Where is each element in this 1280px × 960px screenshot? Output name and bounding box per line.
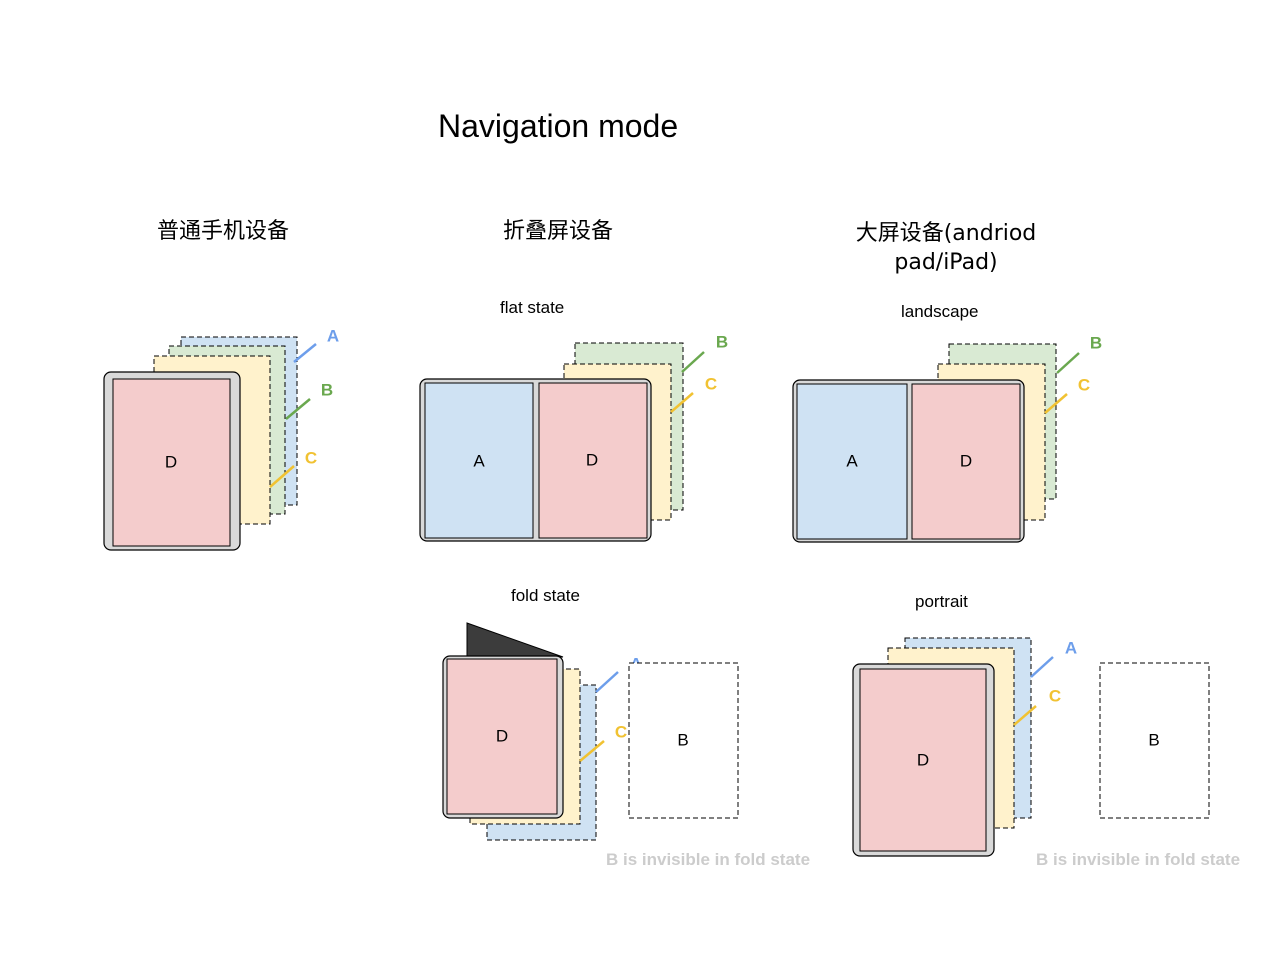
fold-label-d: D: [496, 726, 508, 745]
landscape-layer-d: [911, 383, 1021, 540]
fold-callout-a-line: [595, 671, 619, 693]
phone-callout-b: B: [321, 380, 333, 399]
phone-label-d: D: [165, 452, 177, 471]
landscape-callout-c-line: [1044, 393, 1068, 414]
flat-callout-b-line: [681, 351, 705, 373]
landscape-callout-c: C: [1078, 375, 1090, 394]
flat-layer-d: [538, 382, 648, 539]
portrait-callout-a-line: [1030, 656, 1054, 678]
flat-callout-c-line: [670, 392, 694, 413]
landscape-callout-b: B: [1090, 333, 1102, 352]
phone-heading: 普通手机设备: [157, 219, 290, 244]
tablet-heading: 大屏设备(andriod pad/iPad): [855, 221, 1037, 275]
fold-hinge: [466, 622, 564, 658]
portrait-label: portrait: [915, 592, 968, 611]
landscape-label: landscape: [901, 302, 979, 321]
phone-callout-b-line: [285, 398, 311, 420]
landscape-layer-a: [796, 383, 908, 540]
portrait-note: B is invisible in fold state: [1036, 850, 1241, 869]
fold-note: B is invisible in fold state: [606, 850, 811, 869]
portrait-callout-c: C: [1049, 686, 1061, 705]
fold-callout-c-line: [579, 740, 605, 762]
flat-callout-c: C: [705, 374, 717, 393]
flat-state-label: flat state: [500, 298, 565, 317]
phone-layer-d: [112, 378, 231, 547]
landscape-label-d: D: [960, 451, 972, 470]
page-title: Navigation mode: [438, 108, 679, 144]
phone-callout-a: A: [327, 326, 339, 345]
fold-state-label: fold state: [511, 586, 580, 605]
portrait-layer-d: [859, 668, 987, 852]
foldable-heading: 折叠屏设备: [503, 219, 614, 244]
fold-callout-c: C: [615, 722, 627, 741]
phone-callout-a-line: [293, 343, 317, 363]
flat-label-a: A: [473, 451, 485, 470]
fold-label-b: B: [677, 730, 688, 749]
portrait-layer-b: [1099, 662, 1210, 819]
phone-callout-c-line: [269, 465, 295, 488]
phone-callout-c: C: [305, 448, 317, 467]
landscape-callout-b-line: [1056, 352, 1080, 374]
fold-layer-d: [446, 658, 558, 815]
flat-callout-b: B: [716, 332, 728, 351]
flat-layer-a: [424, 382, 534, 539]
portrait-label-b: B: [1148, 730, 1159, 749]
flat-label-d: D: [586, 450, 598, 469]
portrait-callout-a: A: [1065, 638, 1077, 657]
portrait-label-d: D: [917, 750, 929, 769]
landscape-label-a: A: [846, 451, 858, 470]
fold-layer-b: [628, 662, 739, 819]
portrait-callout-c-line: [1013, 705, 1037, 726]
